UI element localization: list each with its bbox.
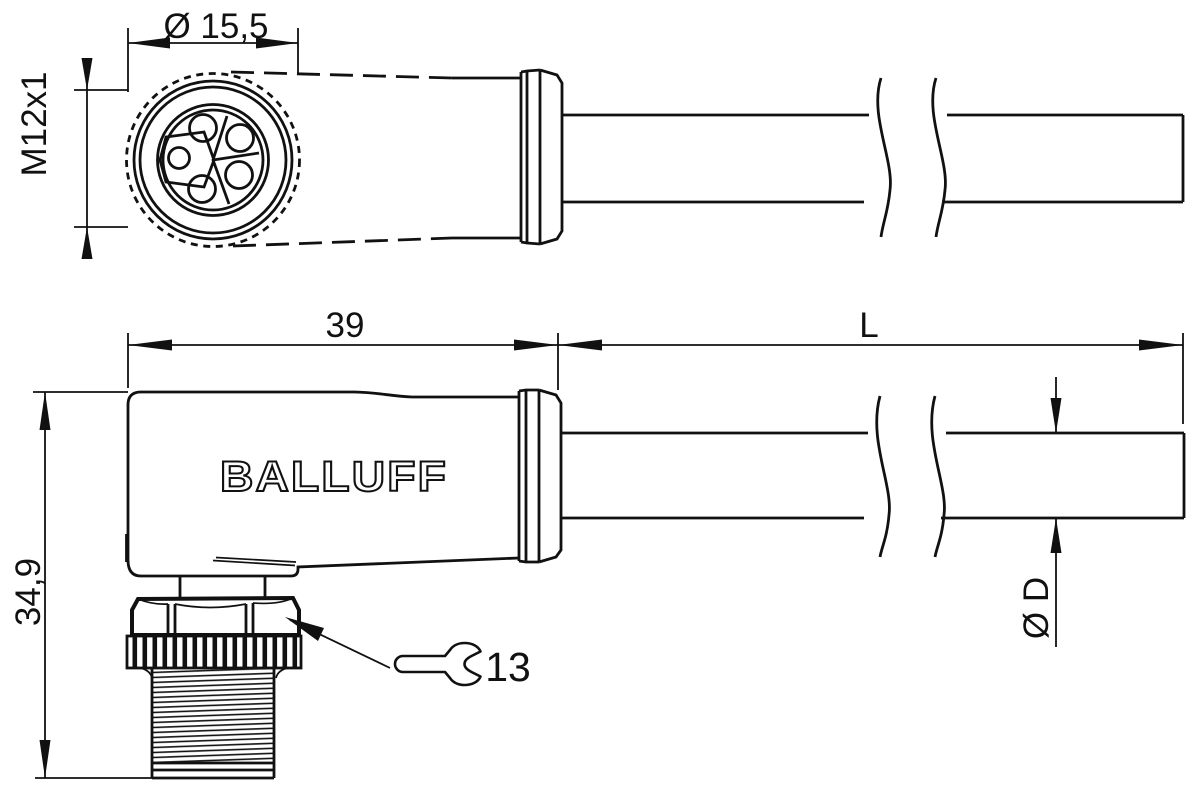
arrowhead xyxy=(558,339,602,351)
arrowhead xyxy=(1139,339,1183,351)
dimension-cable-diameter: Ø D xyxy=(1017,377,1062,647)
insert-inner-circle xyxy=(161,108,265,212)
arrowhead xyxy=(39,392,51,430)
arrowhead xyxy=(514,339,558,351)
pin-hole-4 xyxy=(187,174,217,204)
face-diameter-label: Ø 15,5 xyxy=(163,7,268,46)
dimension-thread: M12x1 xyxy=(15,58,128,259)
arrowhead xyxy=(81,58,93,90)
cable-break-curve-left xyxy=(875,395,891,558)
hex-nut xyxy=(130,595,301,637)
dimension-face-diameter: Ø 15,5 xyxy=(127,7,299,92)
key-pin-hole xyxy=(167,146,191,170)
connector-face xyxy=(125,72,301,248)
collar-side-view xyxy=(517,388,563,564)
arrowhead xyxy=(39,740,51,778)
knurl-teeth-ring xyxy=(125,72,301,248)
insert-outer-circle xyxy=(156,103,270,217)
threaded-stud xyxy=(139,667,289,780)
cable-break-curve-left xyxy=(876,77,892,238)
knurl-outer-circle xyxy=(132,79,294,241)
connector-body: BALLUFF xyxy=(125,390,520,578)
knurled-ring xyxy=(125,634,303,670)
side-view: BALLUFF xyxy=(9,306,1186,780)
body-top-outline xyxy=(230,70,520,248)
wrench-icon xyxy=(393,641,482,687)
pin-hole-1 xyxy=(188,113,218,143)
knurl-inner-circle xyxy=(138,85,288,235)
wrench-size-callout: 13 xyxy=(285,617,531,690)
cable-length-label: L xyxy=(859,306,878,345)
dimension-connector-length: 39 xyxy=(127,306,559,390)
dimension-cable-length: L xyxy=(558,306,1184,424)
arrowhead xyxy=(1050,398,1062,433)
wrench-size-label: 13 xyxy=(485,644,531,690)
arrowhead xyxy=(1050,518,1062,553)
top-view: Ø 15,5 M12x1 xyxy=(15,7,1185,259)
brand-logo: BALLUFF xyxy=(220,453,448,501)
arrowhead xyxy=(81,227,93,259)
cable-side-view xyxy=(561,395,1186,558)
neck xyxy=(178,576,267,600)
cable-break-curve-right xyxy=(930,395,946,558)
leader-arrowhead xyxy=(285,617,324,641)
arrowhead xyxy=(128,37,170,49)
pin-hole-3 xyxy=(224,160,254,190)
thread-label: M12x1 xyxy=(15,71,54,176)
arrowhead xyxy=(256,37,298,49)
pin-hole-2 xyxy=(225,123,255,153)
connector-length-label: 39 xyxy=(326,306,365,345)
overall-height-label: 34,9 xyxy=(9,558,48,626)
cable-diameter-label: Ø D xyxy=(1017,577,1056,639)
dimension-overall-height: 34,9 xyxy=(9,391,152,779)
cable-break-curve-right xyxy=(931,77,947,238)
key-polygon xyxy=(158,130,216,189)
collar-top-view xyxy=(519,68,564,246)
arrowhead xyxy=(128,339,172,351)
cable-top-view xyxy=(562,77,1185,238)
